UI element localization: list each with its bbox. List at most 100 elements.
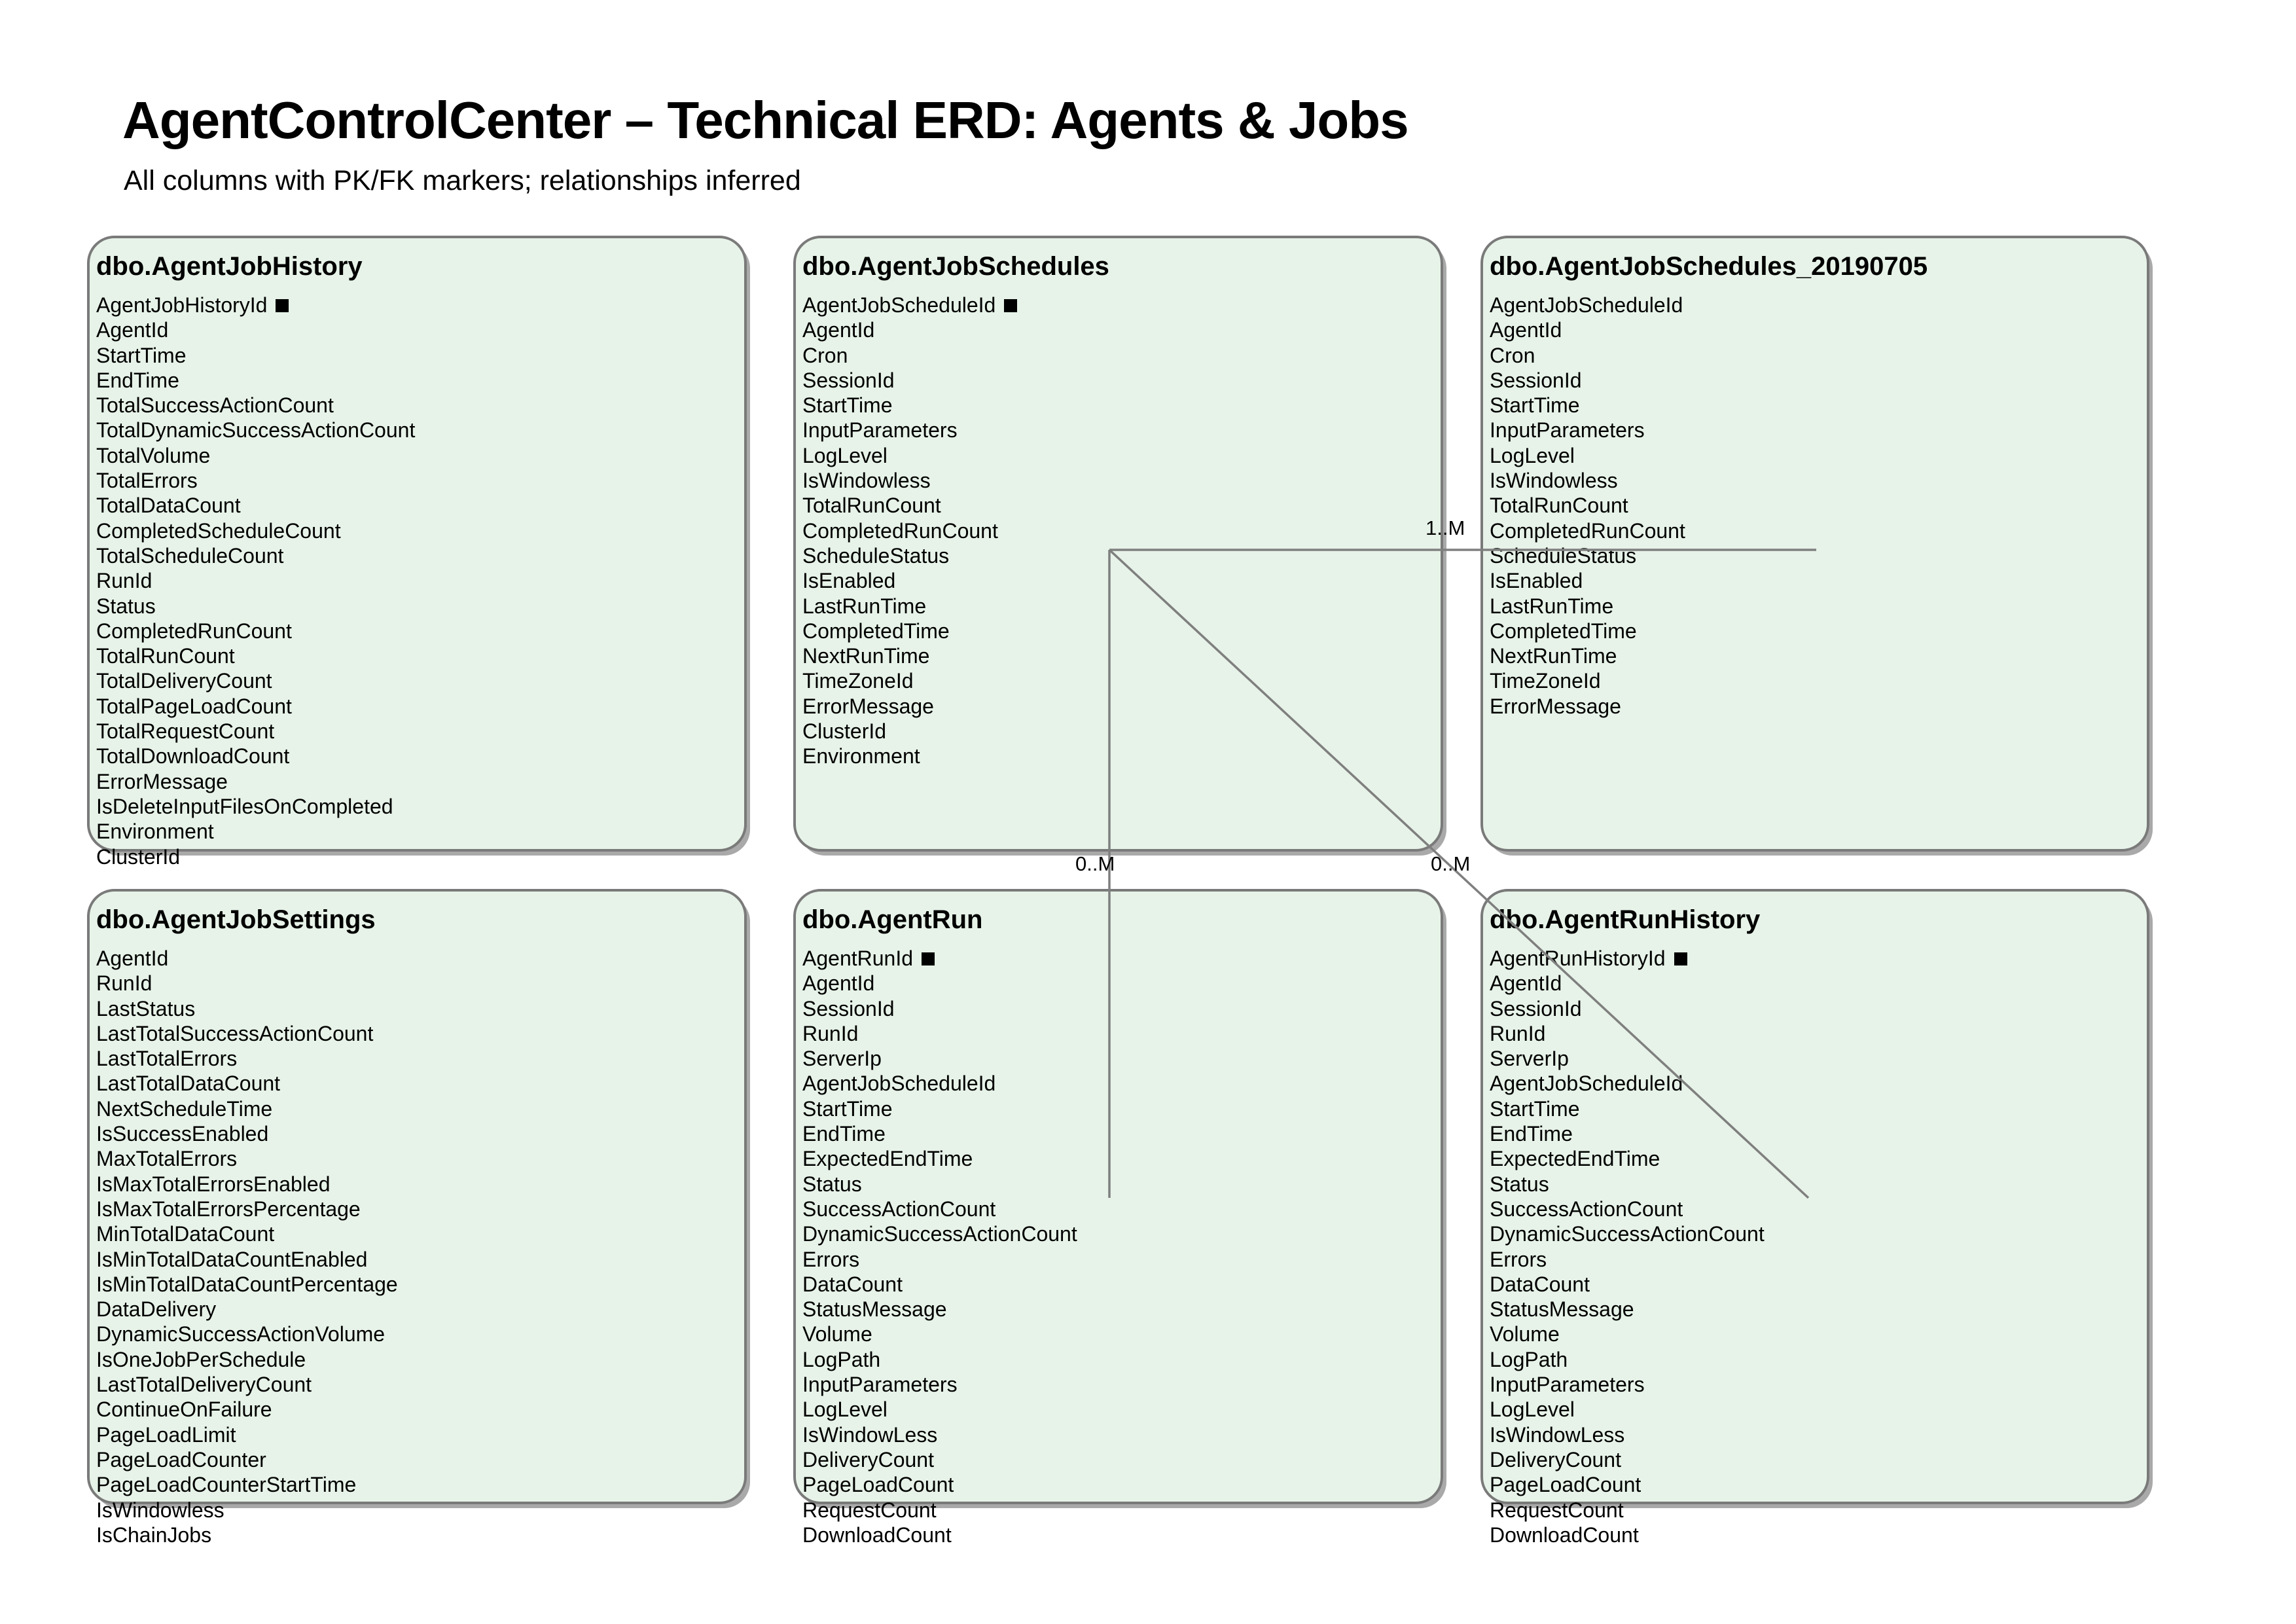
- column-row: SessionId: [1490, 996, 2142, 1021]
- column-name: LastTotalSuccessActionCount: [96, 1021, 374, 1045]
- column-name: LogPath: [802, 1347, 881, 1371]
- column-name: LogLevel: [1490, 443, 1575, 467]
- column-row: InputParameters: [802, 418, 1435, 442]
- column-name: TotalSuccessActionCount: [96, 393, 334, 418]
- column-row: PageLoadCounterStartTime: [96, 1472, 739, 1497]
- column-row: Volume: [1490, 1322, 2142, 1346]
- column-row: IsOneJobPerSchedule: [96, 1347, 739, 1372]
- column-row: DeliveryCount: [1490, 1447, 2142, 1472]
- column-name: RunId: [96, 569, 152, 593]
- column-name: ClusterId: [802, 719, 887, 744]
- column-name: ScheduleStatus: [802, 543, 950, 568]
- column-row: MinTotalDataCount: [96, 1221, 739, 1246]
- column-name: RunId: [1490, 1021, 1546, 1045]
- column-row: ClusterId: [96, 844, 739, 869]
- column-name: StartTime: [802, 393, 893, 418]
- column-name: StartTime: [1490, 1096, 1580, 1121]
- column-row: AgentId: [802, 971, 1435, 996]
- column-row: ErrorMessage: [1490, 694, 2142, 719]
- column-name: CompletedTime: [1490, 619, 1637, 643]
- column-row: PageLoadLimit: [96, 1422, 739, 1447]
- column-name: DownloadCount: [802, 1523, 952, 1547]
- column-row: DataCount: [1490, 1272, 2142, 1297]
- column-row: TotalDataCount: [96, 493, 739, 518]
- column-row: DynamicSuccessActionCount: [802, 1221, 1435, 1246]
- column-name: SuccessActionCount: [802, 1197, 996, 1221]
- column-name: LogLevel: [802, 1398, 888, 1422]
- column-row: RunId: [96, 971, 739, 996]
- column-name: IsMaxTotalErrorsPercentage: [96, 1197, 361, 1221]
- column-row: IsMinTotalDataCountPercentage: [96, 1272, 739, 1297]
- column-name: NextRunTime: [1490, 644, 1617, 668]
- column-row: DataCount: [802, 1272, 1435, 1297]
- column-row: IsEnabled: [1490, 568, 2142, 593]
- column-row: LogLevel: [1490, 443, 2142, 468]
- column-name: IsMinTotalDataCountPercentage: [96, 1272, 398, 1296]
- column-row: LogPath: [1490, 1347, 2142, 1372]
- column-name: LastStatus: [96, 996, 196, 1020]
- column-row: Status: [96, 594, 739, 619]
- column-row: StartTime: [1490, 393, 2142, 418]
- column-row: DeliveryCount: [802, 1447, 1435, 1472]
- column-name: PageLoadCounter: [96, 1447, 266, 1471]
- column-name: InputParameters: [802, 1373, 958, 1397]
- column-row: TotalRunCount: [802, 493, 1435, 518]
- column-name: SessionId: [802, 368, 895, 392]
- column-row: IsWindowless: [802, 468, 1435, 493]
- column-name: LogPath: [1490, 1347, 1568, 1371]
- column-name: SessionId: [1490, 996, 1582, 1020]
- column-row: SessionId: [1490, 368, 2142, 393]
- column-name: IsWindowless: [1490, 469, 1618, 493]
- pk-marker-icon: [276, 299, 289, 312]
- column-name: RunId: [802, 1021, 859, 1045]
- cardinality-label-0m-left: 0..M: [1075, 852, 1115, 875]
- column-row: AgentJobScheduleId: [802, 1071, 1435, 1096]
- column-row: CompletedTime: [1490, 619, 2142, 643]
- column-row: CompletedTime: [802, 619, 1435, 643]
- column-row: Errors: [802, 1247, 1435, 1272]
- column-name: LastTotalDataCount: [96, 1072, 281, 1096]
- entity-agent-job-schedules-20190705: dbo.AgentJobSchedules_20190705 AgentJobS…: [1480, 236, 2149, 852]
- column-row: TotalDynamicSuccessActionCount: [96, 418, 739, 442]
- column-row: SessionId: [802, 368, 1435, 393]
- column-row: StartTime: [802, 393, 1435, 418]
- column-row: EndTime: [802, 1121, 1435, 1146]
- column-row: DownloadCount: [1490, 1523, 2142, 1547]
- column-row: TotalSuccessActionCount: [96, 393, 739, 418]
- column-name: TotalPageLoadCount: [96, 694, 292, 718]
- column-row: InputParameters: [802, 1372, 1435, 1397]
- column-row: NextRunTime: [802, 643, 1435, 668]
- column-name: CompletedScheduleCount: [96, 518, 341, 543]
- column-row: ScheduleStatus: [802, 543, 1435, 568]
- column-name: IsDeleteInputFilesOnCompleted: [96, 794, 393, 818]
- column-name: LastRunTime: [802, 594, 927, 618]
- column-name: Volume: [1490, 1322, 1560, 1346]
- column-name: InputParameters: [802, 418, 958, 442]
- column-name: AgentId: [96, 947, 169, 970]
- column-name: LastTotalErrors: [96, 1047, 238, 1071]
- column-name: SessionId: [802, 996, 895, 1020]
- column-row: SuccessActionCount: [802, 1197, 1435, 1221]
- column-row: EndTime: [96, 368, 739, 393]
- pk-marker-icon: [1674, 952, 1687, 965]
- column-name: Volume: [802, 1322, 872, 1346]
- column-name: StartTime: [802, 1096, 893, 1121]
- pk-marker-icon: [1004, 299, 1018, 312]
- column-row: TotalDownloadCount: [96, 744, 739, 768]
- column-row: DynamicSuccessActionVolume: [96, 1322, 739, 1346]
- column-name: TotalRunCount: [96, 644, 235, 668]
- column-name: AgentJobScheduleId: [1490, 1072, 1683, 1096]
- column-name: TotalVolume: [96, 443, 211, 467]
- column-row: SessionId: [802, 996, 1435, 1021]
- column-name: Errors: [1490, 1247, 1547, 1271]
- column-name: TotalScheduleCount: [96, 543, 284, 568]
- column-row: LastTotalSuccessActionCount: [96, 1021, 739, 1046]
- column-name: DataCount: [1490, 1272, 1590, 1296]
- column-name: PageLoadCount: [1490, 1473, 1641, 1497]
